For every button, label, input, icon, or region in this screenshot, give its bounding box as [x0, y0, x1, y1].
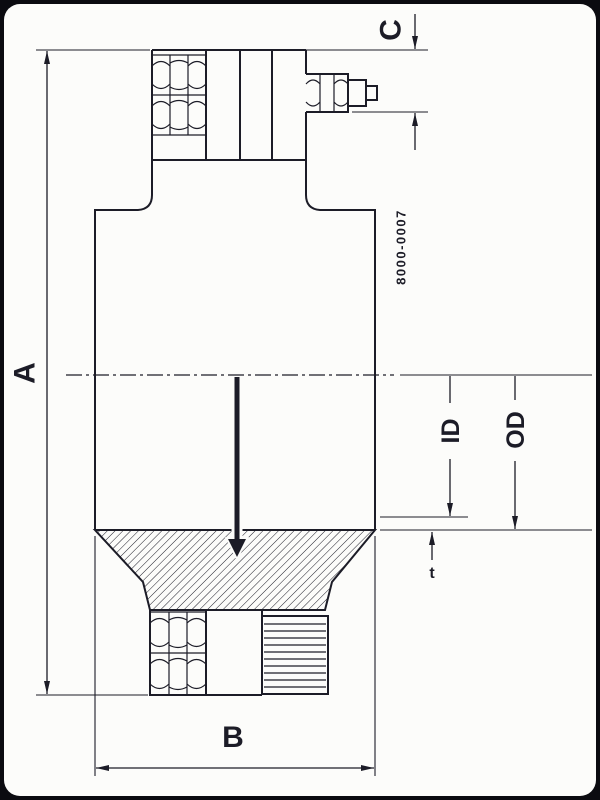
- pressure-tap-plug: [306, 73, 378, 113]
- dimension-a: A: [9, 49, 150, 696]
- flow-arrow: [225, 377, 249, 561]
- thread-lines: [264, 623, 326, 688]
- bottom-nut-lines: [150, 611, 206, 654]
- drawing-sheet: [4, 4, 596, 796]
- dim-od-label: OD: [502, 411, 530, 449]
- bottom-nut-chamfer-arcs: [149, 616, 207, 691]
- dim-a-label: A: [9, 362, 42, 384]
- bottom-bolt-assembly: [149, 610, 329, 696]
- lower-flange-sides: [94, 375, 376, 530]
- bottom-column-lines: [206, 610, 263, 696]
- dimension-b: B: [94, 536, 376, 776]
- dim-t-label: t: [429, 565, 435, 582]
- dim-b-label: B: [222, 721, 244, 754]
- dimension-id: ID: [380, 374, 592, 518]
- part-number-label: 8000-0007: [394, 209, 409, 285]
- dim-id-label: ID: [437, 419, 465, 444]
- bottom-nut-facets: [168, 612, 188, 695]
- top-bolt-assembly: [151, 49, 378, 160]
- weld-hub-section: [92, 529, 378, 611]
- threaded-stud-outline: [262, 615, 329, 695]
- part-number: 8000-0007: [394, 209, 409, 285]
- pressure-tap-plug-facets: [305, 74, 349, 112]
- dimension-c: C: [306, 14, 428, 150]
- flow-arrow-tip: [228, 539, 246, 557]
- dim-c-label: C: [375, 19, 408, 41]
- dimension-od: OD: [380, 376, 592, 531]
- hatch-region: [92, 529, 378, 611]
- upper-flange-body: [94, 159, 376, 375]
- top-nut-facets: [169, 55, 189, 135]
- top-nut-outline: [152, 54, 206, 136]
- upper-flange-outline: [94, 159, 376, 375]
- top-column-lines: [151, 50, 307, 160]
- dimension-t: t: [429, 532, 435, 582]
- top-nut-chamfer-arcs: [151, 59, 207, 131]
- lower-flange-body: [94, 375, 376, 530]
